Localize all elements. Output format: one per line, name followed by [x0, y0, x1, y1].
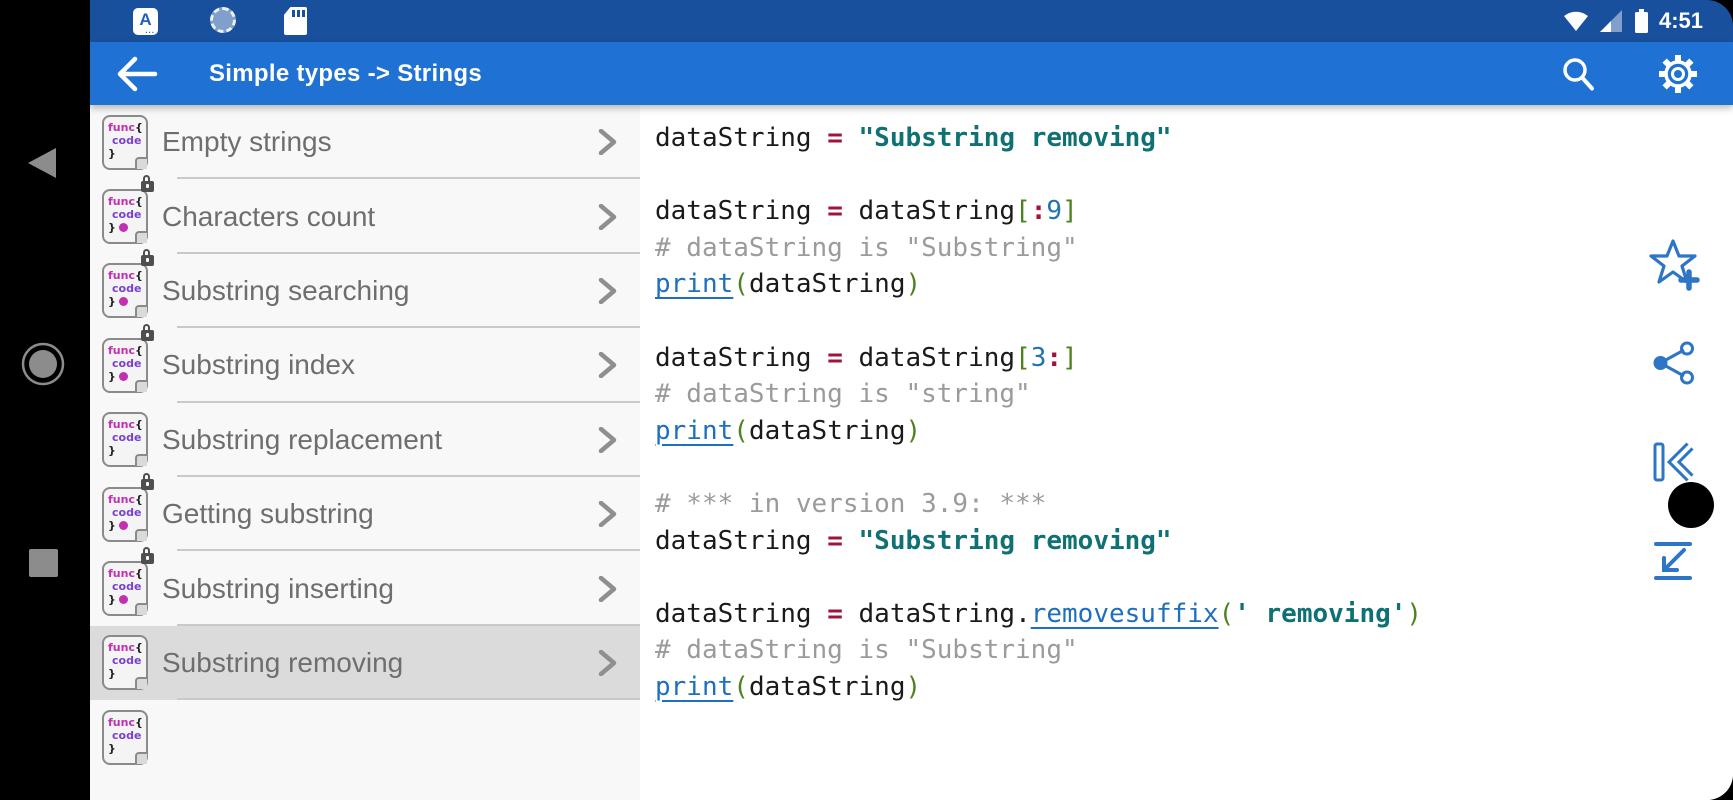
chevron-right-icon — [598, 129, 617, 156]
list-item[interactable]: func{code}Substring index — [90, 323, 640, 403]
list-item-label: Substring replacement — [162, 423, 443, 455]
skip-to-start-icon[interactable] — [1652, 440, 1696, 484]
code-line — [655, 559, 1733, 596]
chevron-right-icon — [598, 575, 617, 602]
code-snippet-icon: func{code} — [102, 547, 154, 617]
list-item-label: Empty strings — [162, 126, 332, 158]
code-line: dataString = dataString[3:] — [655, 342, 1078, 373]
signal-icon — [1599, 10, 1622, 32]
code-function-link[interactable]: removesuffix — [1030, 598, 1219, 629]
list-divider — [177, 400, 640, 403]
code-snippet-icon: func{code} — [102, 472, 154, 542]
app-bar: Simple types -> Strings — [90, 42, 1733, 105]
list-item[interactable]: func{code}Substring searching — [90, 249, 640, 329]
list-item[interactable]: func{code}Substring inserting — [90, 547, 640, 626]
nav-home-icon[interactable] — [20, 341, 66, 392]
back-arrow-icon[interactable] — [115, 56, 159, 92]
code-line: # dataString is "Substring" — [655, 232, 1078, 263]
android-nav-bar — [0, 0, 90, 800]
code-line: print(dataString) — [655, 415, 922, 446]
code-line: dataString = "Substring removing" — [655, 123, 1172, 153]
list-divider — [177, 549, 640, 552]
list-divider — [177, 623, 640, 626]
list-item-label: Substring inserting — [162, 572, 394, 604]
code-line: print(dataString) — [655, 671, 922, 702]
wifi-icon — [1563, 11, 1588, 32]
lock-icon — [141, 472, 154, 490]
list-item-label: Characters count — [162, 200, 376, 232]
sdcard-icon — [284, 7, 307, 35]
status-time: 4:51 — [1658, 8, 1703, 33]
list-item[interactable]: func{code} — [90, 700, 640, 774]
nav-recents-icon[interactable] — [29, 549, 58, 577]
list-item[interactable]: func{code} Substring removing — [90, 625, 640, 701]
code-snippet-icon: func{code} — [102, 709, 148, 765]
list-item[interactable]: func{code}Getting substring — [90, 472, 640, 552]
code-snippet-icon: func{code} — [102, 412, 148, 468]
lock-icon — [141, 547, 154, 565]
chevron-right-icon — [598, 277, 617, 304]
cursor-dot — [1668, 482, 1714, 528]
list-divider — [177, 251, 640, 254]
list-divider — [177, 177, 640, 180]
list-divider — [177, 698, 640, 701]
gear-icon[interactable] — [1655, 51, 1701, 97]
list-item[interactable]: func{code}Characters count — [90, 175, 640, 254]
list-item-label: Getting substring — [162, 498, 374, 530]
code-line: dataString = dataString.removesuffix(' r… — [655, 598, 1423, 629]
list-item[interactable]: func{code} Substring replacement — [90, 403, 640, 477]
code-line — [655, 449, 1733, 486]
nav-back-icon[interactable] — [28, 148, 56, 178]
code-line — [655, 303, 1733, 340]
share-icon[interactable] — [1652, 341, 1696, 385]
code-snippet-icon: func{code} — [102, 249, 154, 319]
code-pane[interactable]: dataString = "Substring removing" dataSt… — [640, 105, 1733, 800]
code-line: # *** in version 3.9: *** — [655, 488, 1047, 519]
list-divider — [177, 326, 640, 329]
lock-icon — [141, 175, 154, 193]
code-snippet-icon: func{code} — [102, 175, 154, 245]
favorite-add-icon[interactable] — [1648, 238, 1702, 292]
chevron-right-icon — [598, 426, 617, 453]
code-line: print(dataString) — [655, 269, 922, 300]
code-function-link[interactable]: print — [655, 415, 734, 446]
a-app-icon: A... — [133, 8, 158, 35]
code-snippet-icon: func{code} — [102, 635, 148, 691]
search-icon[interactable] — [1559, 55, 1597, 93]
battery-icon — [1634, 9, 1648, 33]
list-divider — [177, 474, 640, 477]
spinner-icon — [210, 7, 236, 33]
code-line: dataString = dataString[:9] — [655, 196, 1078, 227]
lock-icon — [141, 323, 154, 341]
lock-icon — [141, 249, 154, 267]
collapse-left-down-icon[interactable] — [1653, 541, 1693, 581]
code-snippet-icon: func{code} — [102, 114, 148, 170]
list-item-label: Substring removing — [162, 646, 404, 678]
chevron-right-icon — [598, 649, 617, 676]
code-snippet-icon: func{code} — [102, 323, 154, 393]
code-line — [655, 157, 1733, 194]
page-title: Simple types -> Strings — [209, 59, 482, 87]
chevron-right-icon — [598, 203, 617, 230]
chevron-right-icon — [598, 352, 617, 379]
code-line: # dataString is "string" — [655, 379, 1031, 410]
code-function-link[interactable]: print — [655, 671, 734, 702]
code-function-link[interactable]: print — [655, 269, 734, 300]
list-item-label: Substring searching — [162, 274, 410, 306]
list-item[interactable]: func{code} Empty strings — [90, 105, 640, 180]
chevron-right-icon — [598, 501, 617, 528]
code-line: # dataString is "Substring" — [655, 635, 1078, 666]
code-line: dataString = "Substring removing" — [655, 525, 1172, 556]
status-bar: A... 4:51 — [90, 0, 1733, 42]
code-view: dataString = "Substring removing" dataSt… — [640, 105, 1733, 706]
list-item-label: Substring index — [162, 349, 356, 381]
